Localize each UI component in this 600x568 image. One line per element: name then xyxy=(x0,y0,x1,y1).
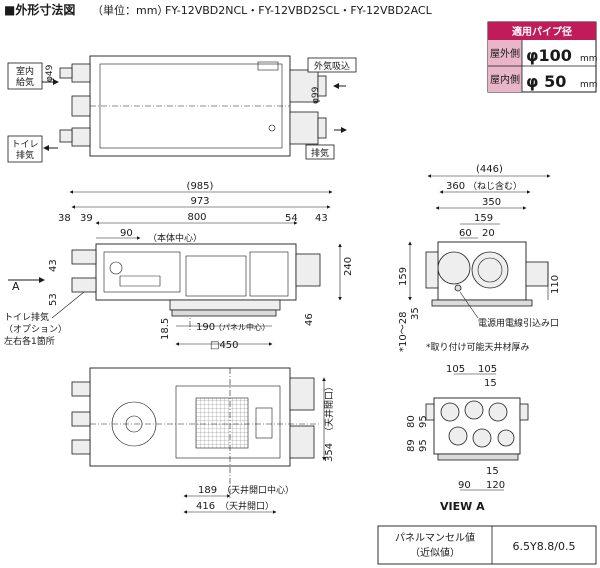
dim-90-bottom: 90 xyxy=(458,480,471,491)
dim-105a: 105 xyxy=(446,364,465,375)
dim-159-top: 159 xyxy=(474,213,493,224)
toilet-exhaust-label-1: トイレ xyxy=(11,140,38,150)
dim-973: 973 xyxy=(190,196,209,207)
dim-10-28: *10〜28 xyxy=(398,312,409,352)
ceiling-thickness-note: *取り付け可能天井材厚み xyxy=(426,341,530,353)
dim-360: 360 xyxy=(446,181,465,192)
power-inlet-label: 電源用電線引込み口 xyxy=(478,317,559,329)
room-supply-label-1: 室内 xyxy=(16,65,34,77)
dim-190: 190 xyxy=(196,322,215,333)
dim-120: 120 xyxy=(486,480,505,491)
dim-446: (446) xyxy=(476,164,503,175)
dim-800: 800 xyxy=(187,212,206,223)
dim-110: 110 xyxy=(550,275,561,294)
pipe-diameter-table: 適用パイプ径 屋外側 屋内側 φ100 mm φ 50 mm xyxy=(487,21,598,93)
dim-20: 20 xyxy=(482,228,495,239)
dim-159-left: 159 xyxy=(398,267,409,286)
dim-15-bottom: 15 xyxy=(486,466,499,477)
dim-240: 240 xyxy=(343,257,354,276)
dim-189: 189 xyxy=(198,485,217,496)
screw-included-label: （ねじ含む） xyxy=(468,180,522,192)
munsell-value: 6.5Y8.8/0.5 xyxy=(513,540,576,553)
toilet-exhaust-label-2: 排気 xyxy=(16,149,34,161)
indoor-label: 屋内側 xyxy=(490,73,520,86)
body-center-label: （本体中心） xyxy=(148,232,202,244)
dim-90: 90 xyxy=(120,228,133,239)
panel-center-label: （パネル中心） xyxy=(214,322,270,332)
toilet-note-1: トイレ排気 xyxy=(4,311,49,323)
ceiling-opening-label: （天井開口） xyxy=(220,500,274,512)
dim-450: □450 xyxy=(210,340,239,351)
dim-105b: 105 xyxy=(478,364,497,375)
dim-60: 60 xyxy=(459,228,472,239)
munsell-label-1: パネルマンセル値 xyxy=(395,531,475,544)
outdoor-unit: mm xyxy=(580,54,598,64)
dim-350: 350 xyxy=(482,197,501,208)
dim-54: 54 xyxy=(285,213,298,224)
ceiling-center-label: （天井開口中心） xyxy=(222,484,294,496)
dim-53: 53 xyxy=(48,293,59,306)
side-view: (446) 360 （ねじ含む） 350 159 60 20 159 110 *… xyxy=(398,164,561,353)
pipe-table-heading: 適用パイプ径 xyxy=(512,25,572,38)
toilet-note-2: （オプション） xyxy=(4,324,67,335)
indoor-value: φ 50 xyxy=(526,72,566,91)
dim-35: 35 xyxy=(410,307,421,320)
outdoor-value: φ100 xyxy=(526,46,572,65)
indoor-unit: mm xyxy=(580,80,598,90)
dim-18-5: 18.5 xyxy=(160,318,171,340)
outdoor-label: 屋外側 xyxy=(490,47,520,60)
dim-80: 80 xyxy=(406,415,417,428)
dim-95b: 95 xyxy=(418,439,429,452)
top-view: 室内 給気 トイレ 排気 φ49 外気吸込 φ99 排気 xyxy=(7,55,357,163)
outside-intake-label: 外気吸込 xyxy=(314,60,350,72)
unit-label: （単位：mm） xyxy=(92,3,168,17)
dia-49-label: φ49 xyxy=(45,64,55,82)
dim-89: 89 xyxy=(406,439,417,452)
dim-43-left: 43 xyxy=(48,259,59,272)
bottom-view: 354 （天井開口） 189 （天井開口中心） 416 （天井開口） xyxy=(71,367,335,514)
view-a: 105 105 15 80 95 89 95 90 15 120 VIEW A xyxy=(406,364,529,513)
exhaust-label: 排気 xyxy=(311,147,329,159)
room-supply-label-2: 給気 xyxy=(16,76,34,88)
dim-354: 354 xyxy=(324,443,335,462)
dim-43-right: 43 xyxy=(315,213,328,224)
panel-munsell-table: パネルマンセル値 （近似値） 6.5Y8.8/0.5 xyxy=(377,525,597,565)
dim-38: 38 xyxy=(58,213,71,224)
dim-46: 46 xyxy=(304,313,315,326)
toilet-note-3: 左右各1箇所 xyxy=(4,335,55,347)
dim-39: 39 xyxy=(80,213,93,224)
front-view: (985) 973 800 38 39 54 43 90 （本体中心） 43 5… xyxy=(4,181,354,351)
dia-99-label: φ99 xyxy=(311,86,321,104)
model-numbers: FY-12VBD2NCL・FY-12VBD2SCL・FY-12VBD2ACL xyxy=(165,4,433,17)
dim-95: 95 xyxy=(418,415,429,428)
dim-15-top: 15 xyxy=(484,378,497,389)
view-a-label: VIEW A xyxy=(440,500,485,513)
page-title: ■外形寸法図 xyxy=(4,2,75,17)
arrow-a-label: A xyxy=(12,280,20,293)
munsell-label-2: （近似値） xyxy=(410,546,460,559)
dim-416: 416 xyxy=(196,501,215,512)
dim-985: (985) xyxy=(187,181,214,192)
ceiling-opening-vertical: （天井開口） xyxy=(323,382,335,436)
